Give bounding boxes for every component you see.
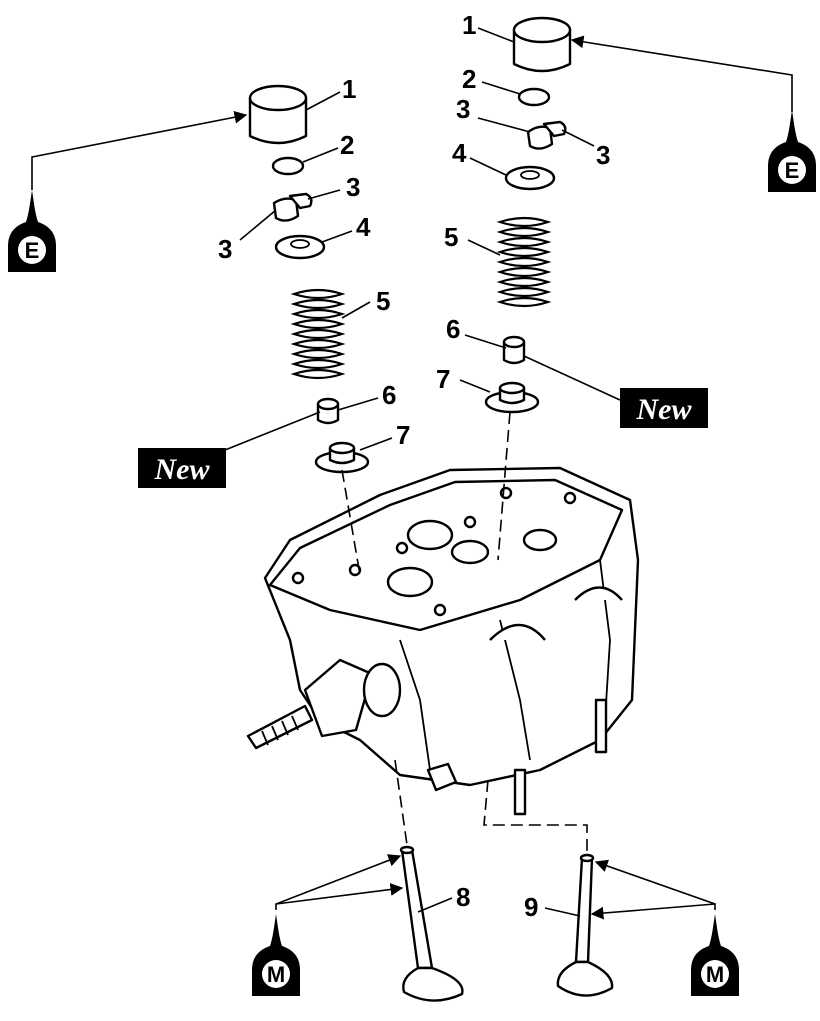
right-valve-lifter [512,16,572,73]
new-badge-left-label: New [154,453,211,486]
new-badge-right-label: New [636,393,693,426]
oil-arrows [31,35,793,920]
engine-oil-symbol-right-label: E [785,158,800,183]
callout-numbers: 1 2 3 3 4 5 6 7 1 2 3 3 4 5 6 7 8 9 [218,10,610,922]
molybdenum-oil-symbol-left: M [252,914,300,996]
left-valve-spring [292,288,344,380]
engine-oil-symbol-left: E [8,190,56,272]
cylinder-head [246,466,640,816]
left-valve-spring-retainer [274,234,326,260]
new-badge-right: New [620,388,708,428]
callout-left-7: 7 [396,420,410,450]
callout-right-1: 1 [462,10,476,40]
molybdenum-oil-symbol-right: M [691,914,739,996]
left-valve-cotters [272,192,313,222]
callout-right-6: 6 [446,314,460,344]
exhaust-valve-axis [483,779,588,852]
cylinder-head-stud [246,704,314,750]
callout-left-4: 4 [356,212,371,242]
right-valve-spring [498,216,550,308]
right-valve-pad [517,87,551,107]
callout-right-5: 5 [444,222,458,252]
right-valve-cotters [526,120,567,150]
callout-left-3a: 3 [346,172,360,202]
right-valve-spring-seat [484,381,540,414]
right-valve-spring-retainer [504,165,556,191]
callout-left-2: 2 [340,130,354,160]
callout-right-3b: 3 [596,140,610,170]
new-badge-left: New [138,448,226,488]
leader-lines [224,27,621,917]
callout-left-1: 1 [342,74,356,104]
callout-left-6: 6 [382,380,396,410]
exhaust-valve [556,853,614,997]
left-valve-pad [271,156,305,176]
right-valve-axis [497,411,511,561]
intake-valve [399,845,464,1002]
callout-right-4: 4 [452,138,467,168]
right-valve-stem-seal [502,335,526,365]
callout-valve-8: 8 [456,882,470,912]
left-valve-lifter [248,84,308,145]
left-valve-stem-seal [316,397,340,425]
callout-right-2: 2 [462,64,476,94]
callout-left-5: 5 [376,286,390,316]
callout-valve-9: 9 [524,892,538,922]
callout-left-3b: 3 [218,234,232,264]
left-valve-stack [248,84,370,474]
left-valve-spring-seat [314,441,370,474]
callout-right-3a: 3 [456,94,470,124]
molybdenum-oil-symbol-left-label: M [267,962,285,987]
engine-oil-symbol-right: E [768,110,816,192]
callout-right-7: 7 [436,364,450,394]
engine-oil-symbol-left-label: E [25,238,40,263]
intake-valve-axis-upper [394,759,408,846]
molybdenum-oil-symbol-right-label: M [706,962,724,987]
right-valve-stack [484,16,572,414]
